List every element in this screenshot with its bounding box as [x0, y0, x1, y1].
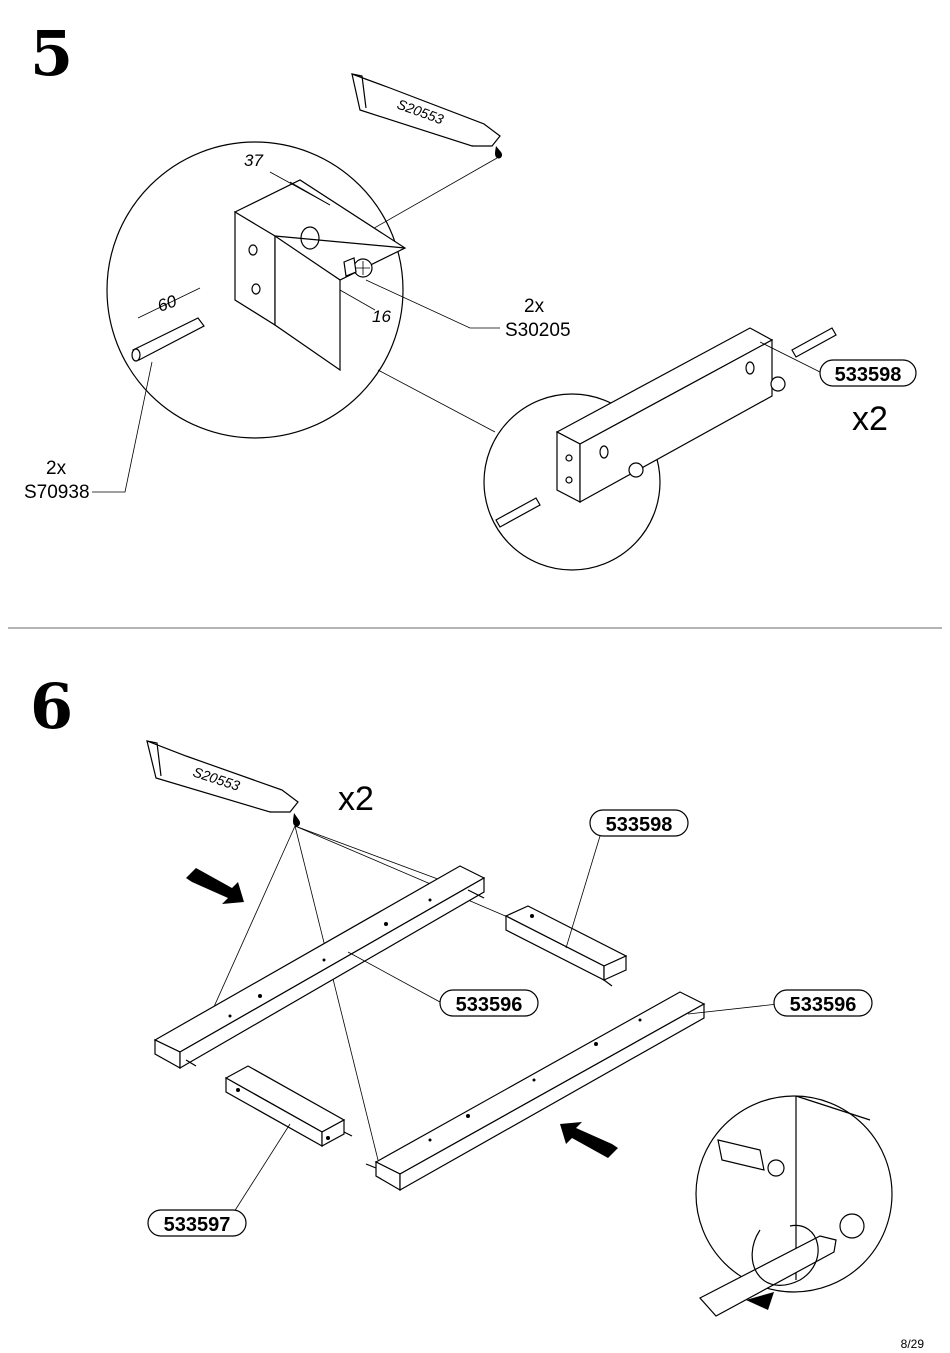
dowel-code-label: S70938	[24, 482, 90, 503]
beam-533598	[555, 327, 774, 504]
loose-dowel-icon	[495, 327, 837, 528]
dim-37-label: 37	[244, 151, 263, 170]
part-code-label: 533598	[835, 364, 902, 386]
glue-tube-icon: S20553	[351, 73, 503, 159]
glue-tube-icon-step6: S20553	[146, 740, 301, 827]
beam-cam-lock-icon	[628, 376, 786, 478]
part-label-pill-bottom-short	[147, 1209, 247, 1237]
detail-magnifier-circle	[106, 141, 404, 439]
dim-60-label: 60	[155, 291, 180, 316]
part-top-short-label: 533598	[606, 814, 673, 836]
step-5-number: 5	[30, 17, 73, 90]
push-arrow-right-icon	[560, 1122, 618, 1158]
part-right-long-label: 533596	[790, 994, 857, 1016]
dowel-icon	[131, 317, 205, 362]
panel-end-detail	[233, 179, 407, 372]
dowel-qty-label: 2x	[46, 458, 67, 479]
cam-lock-icon	[343, 257, 373, 278]
multiplier-label: x2	[852, 400, 888, 438]
part-magnifier-circle	[483, 393, 661, 571]
cam-code-label: S30205	[505, 320, 571, 341]
screwdriver-detail	[699, 1095, 871, 1317]
multiplier-label-step6: x2	[338, 780, 374, 818]
part-label-pill-right-long	[773, 989, 873, 1017]
part-label-pill-top-short	[589, 809, 689, 837]
short-beam-bottom	[224, 1065, 353, 1148]
magnifier-connector	[377, 369, 496, 433]
page-number: 8/29	[901, 1337, 925, 1351]
part-label-pill-left-long	[439, 989, 539, 1017]
part-bottom-short-label: 533597	[164, 1214, 231, 1236]
screwdriver-magnifier-circle	[695, 1095, 893, 1293]
push-arrow-left-icon	[186, 868, 244, 904]
part-label-pill	[819, 359, 917, 387]
long-beam-left	[153, 865, 486, 1070]
long-beam-right	[365, 991, 706, 1192]
short-beam-top	[504, 905, 628, 987]
dim-16-label: 16	[372, 307, 391, 326]
part-left-long-label: 533596	[456, 994, 523, 1016]
glue-guide-lines	[199, 825, 511, 1161]
cam-qty-label: 2x	[524, 296, 545, 317]
step-6-number: 6	[30, 670, 73, 743]
